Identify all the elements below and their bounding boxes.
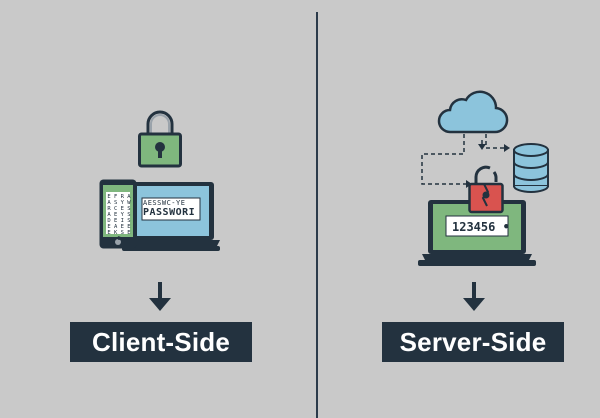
phone-line: D E I S — [107, 218, 131, 224]
laptop-screen-password-text: PASSWORI — [143, 207, 196, 218]
client-side-label: Client-Side — [70, 322, 252, 362]
client-side-panel: AESSWC-YE PASSWORI E F R A A S Y W R C E… — [70, 110, 252, 362]
cloud-icon — [437, 90, 509, 134]
phone-line: E F R A — [107, 194, 131, 200]
smartphone-screen-text: E F R A A S Y W R C E S A E Y S D E I S … — [107, 194, 131, 242]
center-divider — [316, 12, 318, 418]
server-side-label: Server-Side — [382, 322, 564, 362]
phone-line: E A E E — [107, 224, 131, 230]
database-icon — [513, 143, 549, 193]
laptop-screen-subtext: AESSWC-YE — [143, 199, 186, 207]
server-password-text: 123456 • — [452, 220, 510, 234]
phone-line: R C E S — [107, 206, 131, 212]
smartphone-icon — [99, 179, 137, 249]
laptop-icon — [418, 200, 536, 266]
laptop-icon — [122, 182, 220, 251]
phone-line: A E Y S — [107, 212, 131, 218]
padlock-locked-icon — [138, 110, 182, 168]
padlock-broken-icon — [468, 165, 504, 214]
arrow-down-icon — [463, 282, 485, 311]
phone-line: A S Y W — [107, 200, 131, 206]
phone-line: E K S E E — [107, 230, 131, 242]
arrow-down-icon — [149, 282, 171, 311]
server-side-panel: 123456 • Server-Side — [318, 0, 600, 418]
